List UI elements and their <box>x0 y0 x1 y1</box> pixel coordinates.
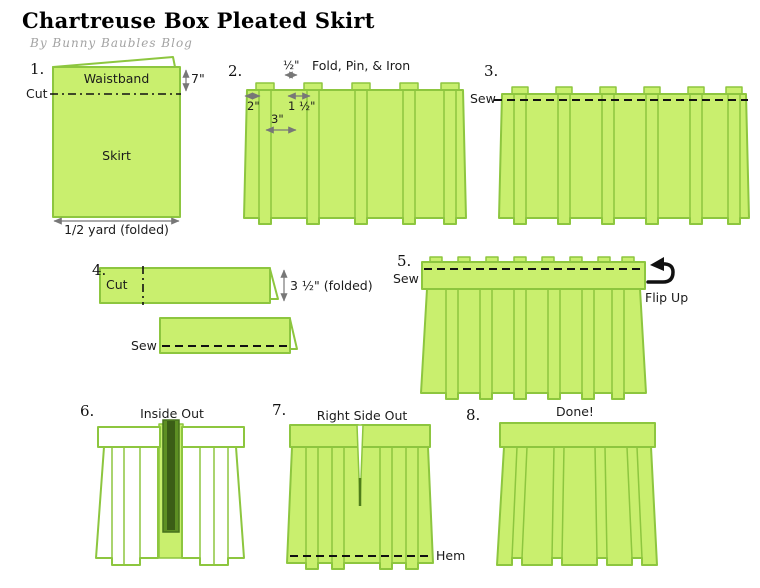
step6-inside-out-skirt <box>95 419 245 566</box>
hem-label: Hem <box>436 548 466 563</box>
right-side-out-caption: Right Side Out <box>316 408 408 423</box>
step3-pleated-panel <box>494 86 750 225</box>
flip-up-label: Flip Up <box>645 290 689 305</box>
height-label: 7" <box>191 71 205 86</box>
step7-number: 7. <box>272 401 287 419</box>
waistband <box>499 422 656 448</box>
sew-label: Sew <box>470 91 496 106</box>
waistband-right <box>181 426 245 448</box>
strip-cut <box>99 267 271 304</box>
fold-flap <box>289 318 298 350</box>
strip-sew <box>159 317 291 354</box>
cut-label: Cut <box>106 277 128 292</box>
flip-up-arrow-icon <box>646 257 675 284</box>
step3-number: 3. <box>484 62 499 80</box>
step7-right-side-out-skirt <box>286 424 434 570</box>
panel-body <box>498 93 750 225</box>
skirt-body <box>496 446 658 566</box>
two-inch-label: 2" <box>247 99 260 113</box>
sew-label: Sew <box>393 271 419 286</box>
skirt-right <box>181 446 245 566</box>
fold-flap <box>269 268 279 300</box>
step2-number: 2. <box>228 62 243 80</box>
byline: By Bunny Baubles Blog <box>30 36 193 50</box>
cut-label: Cut <box>26 86 48 101</box>
pleat-fold-lines <box>513 94 741 218</box>
fold-flap <box>52 56 176 68</box>
pleat-fold-lines <box>511 446 643 559</box>
done-caption: Done! <box>556 404 594 419</box>
one-and-half-inch-label: 1 ½" <box>288 99 316 113</box>
waistband-label: Waistband <box>83 71 150 86</box>
three-inch-label: 3" <box>271 112 284 126</box>
waistband-left <box>97 426 161 448</box>
step1-folded-fabric <box>50 56 190 225</box>
page-title: Chartreuse Box Pleated Skirt <box>22 8 375 33</box>
waistband-right <box>361 424 431 448</box>
skirt-label: Skirt <box>102 148 131 163</box>
step1-number: 1. <box>30 60 45 78</box>
step8-finished-skirt <box>496 422 658 566</box>
half-inch-label: ½" <box>283 58 300 72</box>
fold-pin-iron-label: Fold, Pin, & Iron <box>312 58 411 73</box>
step4-number: 4. <box>92 261 107 279</box>
step8-number: 8. <box>466 406 481 424</box>
seam-shadow <box>167 421 175 530</box>
waistband-strip <box>421 261 646 290</box>
pleat-fold-lines <box>445 289 625 393</box>
waistband-left <box>289 424 359 448</box>
folded-height-label: 3 ½" (folded) <box>290 278 373 293</box>
step5-skirt-with-band <box>420 256 675 400</box>
center-seam-slit <box>356 424 364 506</box>
width-folded-label: 1/2 yard (folded) <box>64 222 169 237</box>
skirt-left <box>95 446 159 566</box>
pleat-fold-lines <box>111 447 229 565</box>
fabric-rect <box>52 66 181 218</box>
step2-pleated-panel <box>243 71 467 225</box>
step5-number: 5. <box>397 252 412 270</box>
pleat-fold-lines <box>258 90 457 218</box>
sew-label: Sew <box>131 338 157 353</box>
inside-out-caption: Inside Out <box>140 406 204 421</box>
pleat-fold-lines <box>305 447 419 563</box>
step6-number: 6. <box>80 402 95 420</box>
step4-waistband-strips <box>99 266 298 354</box>
